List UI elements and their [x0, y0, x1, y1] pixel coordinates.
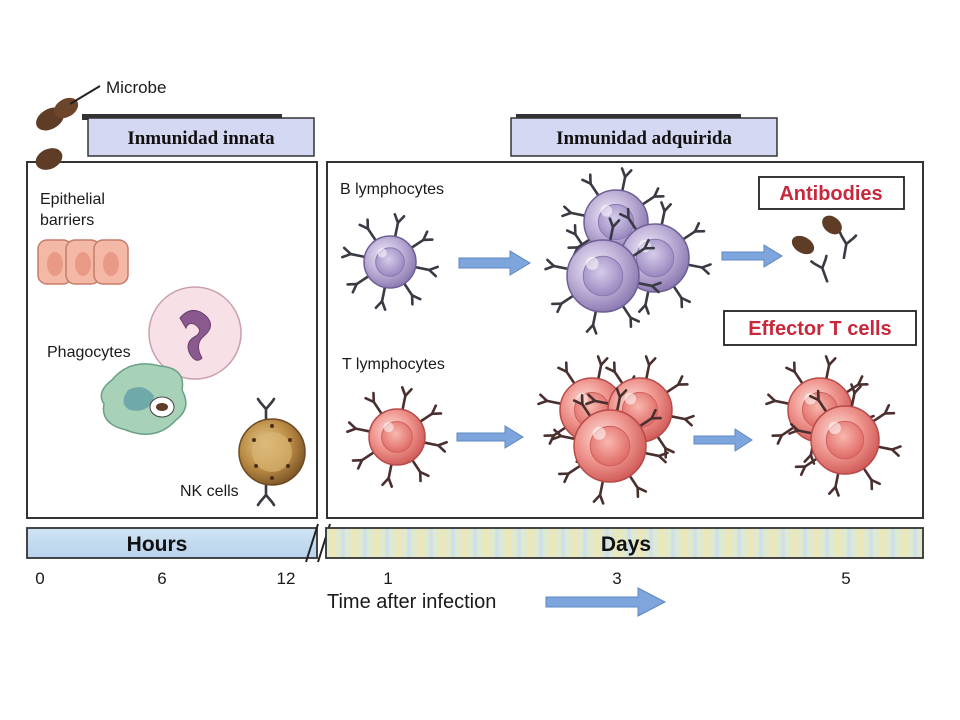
innate-header: Inmunidad innata [87, 117, 315, 157]
time-tick-label: 12 [277, 569, 296, 588]
antibodies-box: Antibodies [758, 176, 905, 210]
microbe-group: Microbe [35, 78, 166, 170]
epithelial-barrier-cells [37, 239, 129, 285]
time-axis-arrow [545, 587, 667, 617]
t-lymphocyte-naive [346, 386, 448, 488]
antibody-with-microbe [791, 215, 858, 286]
neutrophil-cell [148, 286, 242, 380]
nk-cell [238, 397, 306, 507]
b-cell-groups [341, 167, 712, 335]
antibodies-label: Antibodies [779, 183, 882, 205]
time-tick-label: 0 [35, 569, 44, 588]
phagocytes-label: Phagocytes [47, 344, 131, 361]
time-ticks: 0 6 12 1 3 5 [35, 569, 850, 588]
b-lymphocytes-label: B lymphocytes [340, 181, 444, 198]
time-tick-label: 1 [383, 569, 392, 588]
microbe-label: Microbe [106, 78, 166, 97]
arrow-t-to-effector [693, 428, 753, 452]
innate-header-label: Inmunidad innata [127, 128, 275, 149]
days-label: Days [601, 533, 651, 556]
hours-bar: Hours [26, 527, 318, 559]
t-cell-groups [346, 355, 902, 505]
adaptive-header: Inmunidad adquirida [510, 117, 778, 157]
days-bar: Days [325, 527, 924, 559]
effector-t-cells-label: Effector T cells [748, 318, 891, 340]
time-axis-label: Time after infection [327, 591, 496, 613]
t-lymphocytes-label: T lymphocytes [342, 356, 445, 373]
time-tick-label: 5 [841, 569, 850, 588]
epithelial-label-line2: barriers [40, 212, 94, 229]
b-lymphocyte-clone [598, 201, 712, 315]
nk-cells-label: NK cells [180, 483, 239, 500]
time-tick-label: 6 [157, 569, 166, 588]
effector-t-cells-box: Effector T cells [723, 310, 917, 346]
time-tick-label: 3 [612, 569, 621, 588]
adaptive-header-label: Inmunidad adquirida [556, 128, 732, 149]
b-lymphocyte-naive [341, 213, 439, 311]
epithelial-label-line1: Epithelial [40, 191, 105, 208]
arrow-b-to-antibodies [721, 244, 783, 268]
t-lymphocyte-clone [551, 387, 669, 505]
b-lymphocyte-clone [544, 217, 662, 335]
arrow-t-to-expansion [456, 425, 524, 449]
effector-t-cell [788, 383, 902, 497]
arrow-b-to-expansion [458, 250, 531, 276]
hours-label: Hours [127, 533, 188, 556]
macrophage-cell [100, 363, 187, 435]
